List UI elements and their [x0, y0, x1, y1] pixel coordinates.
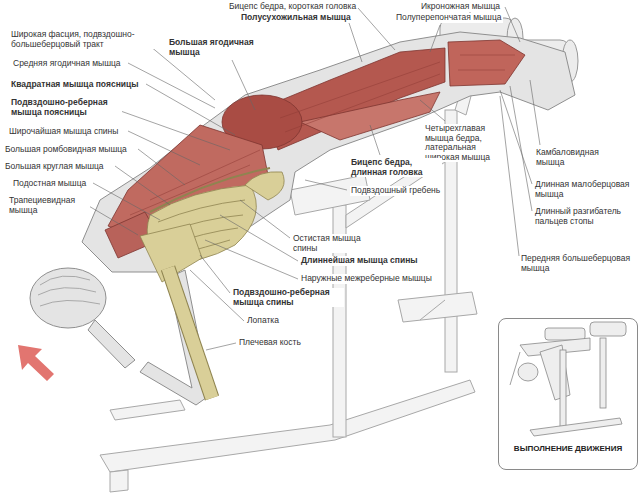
muscle-label: Икроножная мышца [420, 2, 501, 12]
hair-part [38, 288, 96, 295]
leader-lines-part [430, 25, 440, 52]
muscle-label: Четырехглавая мышца бедра, латеральная ш… [424, 124, 498, 162]
muscle-label: Остистая мышца спины [292, 234, 369, 253]
muscles-part [300, 92, 440, 140]
leader-lines-part [530, 80, 540, 145]
muscle-label: Трапециевидная мышца [8, 196, 90, 215]
inset-sketch [510, 322, 626, 436]
muscle-label: Широчайшая мышца спины [8, 127, 119, 137]
leader-lines-part [232, 60, 255, 110]
leader-lines-part [128, 131, 200, 165]
spine-part [150, 168, 270, 212]
bench-frame [100, 60, 480, 492]
ribcage-bone-part [168, 268, 212, 398]
body-skin-part [88, 320, 135, 368]
muscle-label: Большая круглая мышца [4, 162, 105, 172]
bench-frame-part [398, 292, 477, 322]
muscle-label: Большая ромбовидная мышца [4, 145, 128, 155]
leader-lines-part [510, 86, 532, 211]
leader-lines-part [146, 84, 235, 135]
hair-part [40, 276, 90, 285]
leader-lines-part [305, 180, 347, 190]
hair-part [40, 300, 100, 306]
leader-lines [82, 7, 540, 350]
muscle-fibres-part [458, 70, 505, 71]
hair [38, 276, 100, 306]
ribcage-bone-part [158, 200, 245, 222]
leader-lines-part [115, 166, 170, 205]
muscle-label: Длинная малоберцовая мышца [534, 180, 636, 199]
muscle-label: Длинный разгибатель пальцев стопы [534, 207, 636, 226]
bench-frame-part [110, 400, 185, 420]
muscle-label: Полусухожильная мышца [240, 13, 352, 23]
muscle-label: Подостная мышца [12, 179, 87, 189]
muscle-label: Подвздошно-реберная мышца поясницы [10, 98, 122, 117]
leader-lines-part [82, 202, 138, 235]
leader-lines-part [128, 63, 215, 108]
muscle-fibres-part [280, 62, 440, 118]
inset-sketch-part [518, 363, 538, 381]
muscles-part [448, 40, 525, 86]
muscle-label: Средняя ягодичная мышца [12, 59, 122, 69]
spine [150, 168, 270, 212]
leader-lines-part [205, 240, 298, 279]
leader-lines-part [240, 200, 290, 238]
leader-lines-part [200, 255, 230, 293]
muscle-label: Большая ягодичная мышца [168, 38, 265, 57]
muscle-label: Лопатка [246, 316, 280, 326]
inset-sketch-part [545, 328, 585, 340]
body-skin-part [30, 268, 106, 328]
muscle-label: Полуперепончатая мышца [395, 13, 503, 23]
leader-lines-part [505, 7, 520, 42]
muscle-fibres-part [285, 74, 440, 132]
ribcage-bone-part [168, 268, 212, 398]
panel-caption: ВЫПОЛНЕНИЕ ДВИЖЕНИЯ [512, 444, 624, 453]
muscle-label: Бицепс бедра, короткая головка [228, 2, 357, 12]
motion-arrow [18, 345, 54, 381]
bench-frame-part [100, 380, 475, 472]
muscle-label: Плечевая кость [238, 338, 302, 348]
muscle-label: Подвздошно-реберная мышца спины [232, 288, 344, 307]
inset-sketch-part [510, 352, 520, 385]
leader-lines-part [358, 8, 395, 50]
muscle-label: Широкая фасция, подвздошно-большеберцовы… [10, 30, 162, 49]
leader-lines-part [370, 125, 380, 155]
muscle-label: Наружные межреберные мышцы [300, 274, 433, 284]
inset-sketch-part [530, 418, 622, 436]
inset-sketch-part [590, 322, 626, 336]
leader-lines-part [420, 100, 445, 121]
muscle-label: Квадратная мышца поясницы [10, 80, 139, 90]
muscle-label: Подвздошный гребень [350, 186, 441, 196]
leader-lines-part [220, 215, 298, 261]
leader-lines-part [500, 96, 519, 256]
muscle-label: Длиннейшая мышца спины [300, 256, 419, 266]
bench-frame-part [420, 300, 445, 320]
inset-sketch-part [600, 338, 606, 408]
bench-frame-part [110, 470, 128, 492]
bench-frame-part [346, 150, 445, 228]
muscle-label: Бицепс бедра, длинная головка [350, 158, 442, 177]
muscle-label: Камбаловидная мышца [535, 148, 617, 167]
leader-lines-part [115, 109, 230, 150]
ribcage-bone-part [245, 172, 284, 200]
motion-arrow-part [18, 345, 54, 381]
leader-lines-part [206, 343, 236, 350]
leader-lines-part [348, 20, 362, 62]
muscle-fibres-part [460, 55, 515, 56]
inset-panel: ВЫПОЛНЕНИЕ ДВИЖЕНИЯ [498, 318, 638, 470]
inset-sketch-part [560, 350, 566, 430]
leader-lines-part [138, 149, 185, 185]
muscle-label: Передняя большеберцовая мышца [520, 254, 632, 273]
